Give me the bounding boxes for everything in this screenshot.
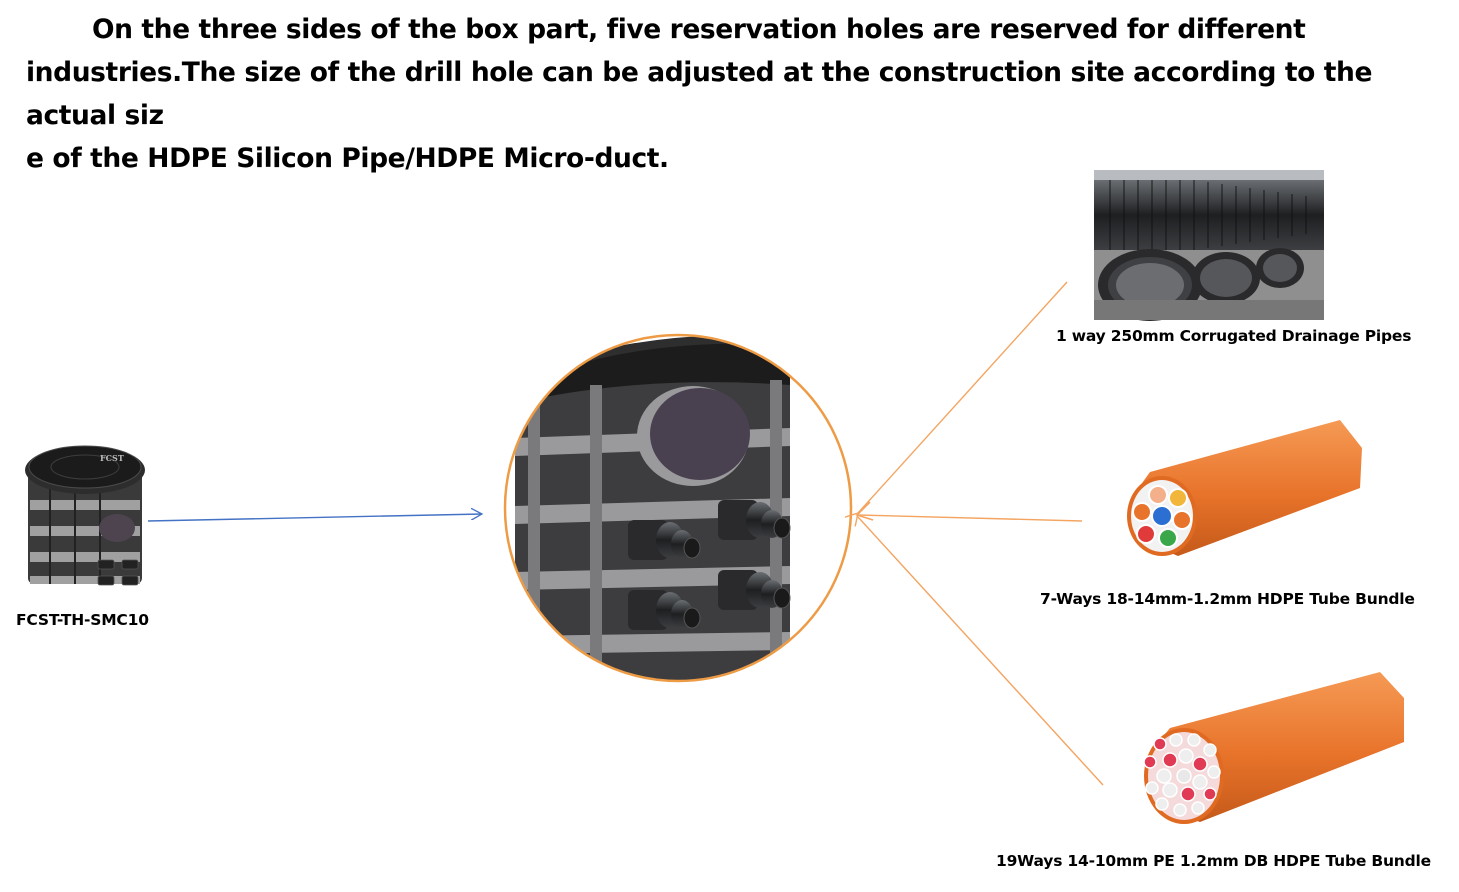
description-line-1: On the three sides of the box part, five… xyxy=(92,14,1306,45)
description-line-2: industries.The size of the drill hole ca… xyxy=(26,57,1373,131)
orange-arrow-bottom xyxy=(857,516,1104,786)
orange-arrow-top xyxy=(858,281,1068,513)
zoomed-detail-circle xyxy=(503,333,853,683)
handhole-box-image: FCST xyxy=(25,445,145,586)
orange-arrow-middle xyxy=(857,514,1083,522)
description-line-3: e of the HDPE Silicon Pipe/HDPE Micro-du… xyxy=(26,143,669,174)
orange-arrows xyxy=(857,281,1104,786)
caption-19-ways-bundle: 19Ways 14-10mm PE 1.2mm DB HDPE Tube Bun… xyxy=(996,852,1431,870)
description-text: On the three sides of the box part, five… xyxy=(26,8,1446,180)
tube-bundle-19-ways-image xyxy=(1143,672,1404,824)
caption-corrugated-pipes: 1 way 250mm Corrugated Drainage Pipes xyxy=(1056,327,1412,345)
corrugated-pipes-image xyxy=(1094,170,1324,321)
tube-bundle-7-ways-image xyxy=(1127,420,1362,556)
caption-7-ways-bundle: 7-Ways 18-14mm-1.2mm HDPE Tube Bundle xyxy=(1040,590,1415,608)
lid-brand-text: FCST xyxy=(100,453,124,463)
blue-arrow xyxy=(147,514,482,522)
product-model-label: FCST-TH-SMC10 xyxy=(16,611,149,629)
